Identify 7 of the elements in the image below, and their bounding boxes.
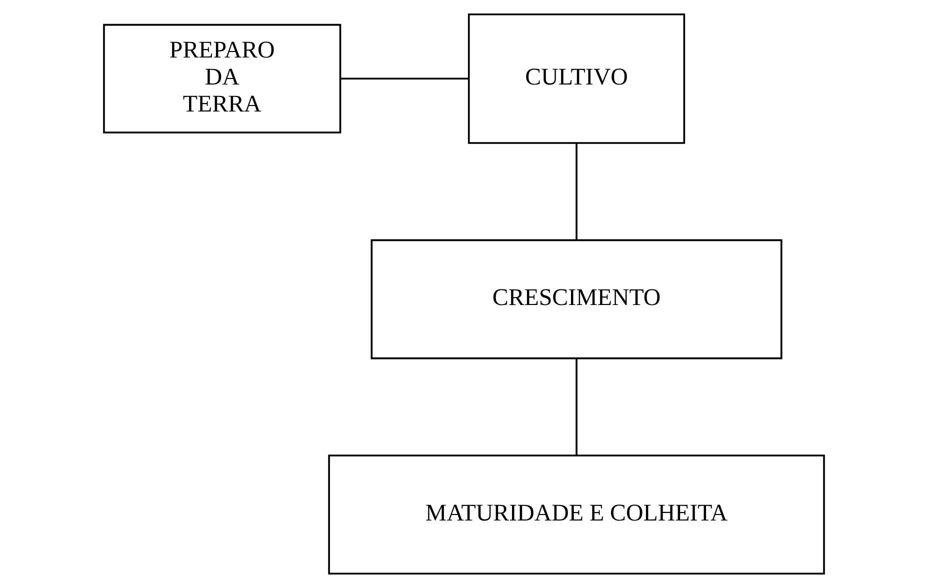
node-box: CULTIVO: [467, 13, 685, 144]
connector: [340, 78, 468, 80]
connector: [575, 143, 577, 240]
node-box: PREPARO DA TERRA: [102, 24, 341, 134]
connector: [575, 358, 577, 456]
node-box: MATURIDADE E COLHEITA: [328, 454, 824, 575]
node-box: CRESCIMENTO: [370, 239, 782, 360]
